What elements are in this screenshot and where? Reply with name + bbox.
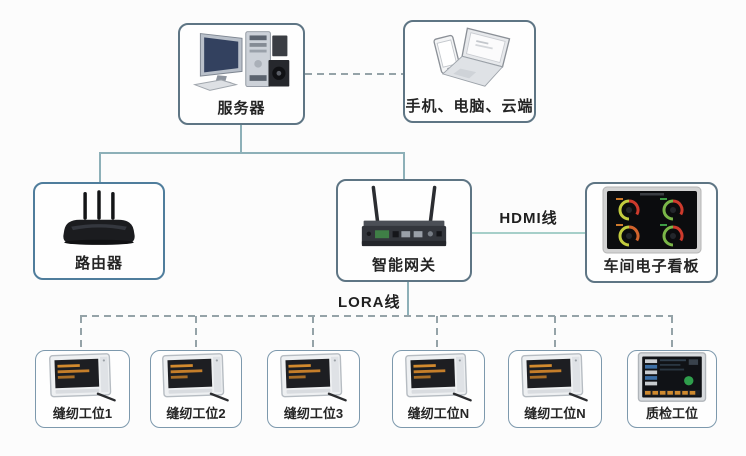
node-station-1: 缝纫工位1: [35, 350, 130, 428]
workstation-terminal-icon: [151, 351, 241, 403]
workstation-terminal-icon: [393, 351, 484, 403]
node-board-label: 车间电子看板: [603, 258, 700, 275]
bus-drop-station-1: [80, 316, 82, 350]
link-server-to-tree: [240, 125, 242, 153]
bus-drop-station-6: [671, 316, 673, 350]
qc-terminal-icon: [628, 351, 716, 403]
node-gateway-label: 智能网关: [371, 257, 436, 274]
node-cloud-label: 手机、电脑、云端: [405, 98, 534, 115]
node-router-label: 路由器: [74, 255, 123, 272]
lora-bus-dashed: [80, 315, 673, 317]
node-station-1-label: 缝纫工位1: [52, 406, 113, 421]
node-station-3-label: 缝纫工位3: [283, 406, 344, 421]
node-station-2-label: 缝纫工位2: [166, 406, 226, 421]
node-server: 服务器: [178, 23, 305, 125]
hdmi-link-label: HDMI线: [499, 210, 558, 227]
workstation-terminal-icon: [36, 351, 129, 403]
wifi-router-icon: [35, 184, 163, 252]
node-station-4-label: 缝纫工位N: [407, 406, 470, 421]
node-board: 车间电子看板: [585, 182, 718, 283]
node-cloud-devices: 手机、电脑、云端: [403, 20, 536, 123]
node-station-qc-label: 质检工位: [645, 406, 698, 421]
link-tree-to-gateway: [403, 152, 405, 180]
node-gateway: 智能网关: [336, 179, 472, 282]
lora-link-label: LORA线: [338, 294, 401, 311]
phone-laptop-icon: [405, 22, 534, 95]
node-station-3: 缝纫工位3: [267, 350, 360, 428]
desktop-computer-icon: [180, 25, 303, 97]
link-tree-to-router: [99, 152, 101, 183]
bus-drop-station-2: [195, 316, 197, 350]
bus-drop-station-4: [436, 316, 438, 350]
link-tree-horizontal: [99, 152, 405, 154]
dashboard-screen-icon: [587, 184, 716, 255]
node-server-label: 服务器: [217, 100, 266, 117]
node-station-5: 缝纫工位N: [508, 350, 602, 428]
workstation-terminal-icon: [509, 351, 601, 403]
workstation-terminal-icon: [268, 351, 359, 403]
link-server-to-cloud-dashed: [305, 73, 403, 75]
link-gateway-to-board-hdmi: [472, 232, 585, 234]
node-station-2: 缝纫工位2: [150, 350, 242, 428]
bus-drop-station-5: [554, 316, 556, 350]
bus-drop-station-3: [312, 316, 314, 350]
node-router: 路由器: [33, 182, 165, 280]
node-station-5-label: 缝纫工位N: [524, 406, 586, 421]
node-station-qc: 质检工位: [627, 350, 717, 428]
link-gateway-to-bus: [407, 281, 409, 316]
node-station-4: 缝纫工位N: [392, 350, 485, 428]
gateway-device-icon: [338, 181, 470, 254]
